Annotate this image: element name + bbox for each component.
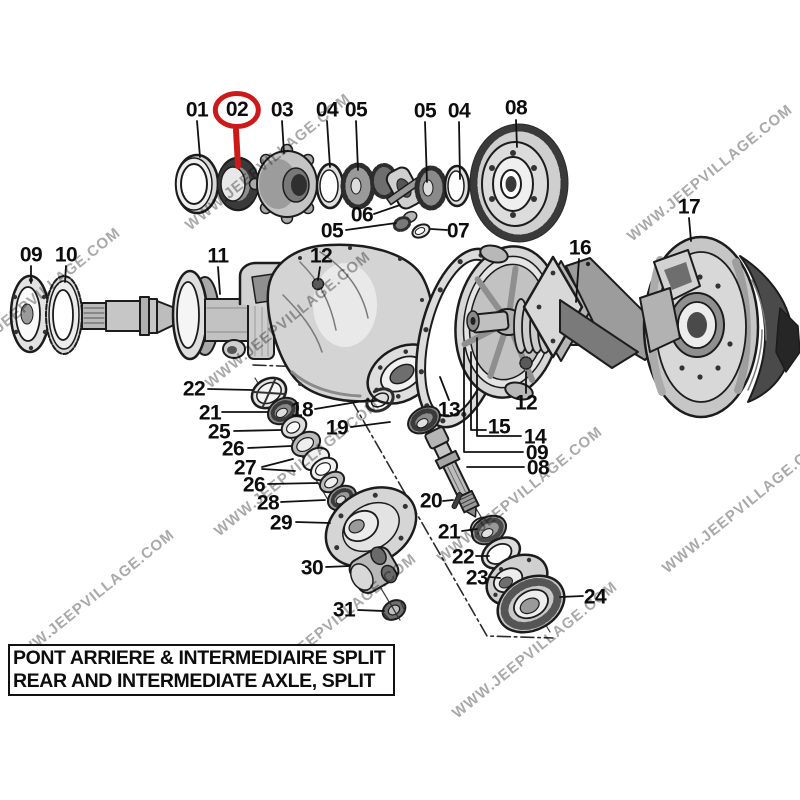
part-21-pinion-bearing-cone — [469, 514, 508, 546]
part-07-thrust-washer — [411, 223, 431, 239]
part-05-pinion-gear-small — [392, 216, 412, 232]
part-05-side-gear-right — [414, 165, 448, 211]
title-line-french: PONT ARRIERE & INTERMEDIAIRE SPLIT — [13, 647, 386, 669]
part-25-washer — [280, 415, 308, 439]
part-19-pilot-bearing — [407, 405, 441, 435]
axle-shaft — [81, 296, 181, 336]
part-31-nut — [381, 599, 407, 621]
part-27-washers — [301, 446, 339, 482]
part-29-hub-flange — [324, 486, 418, 568]
leader-lines — [30, 119, 692, 612]
part-01-seal-ring — [174, 153, 220, 215]
part-17-hub-drum — [639, 235, 800, 419]
part-24-wheel-bearing — [496, 574, 566, 634]
part-06-spider-cluster — [370, 163, 430, 224]
part-03-diff-case — [248, 143, 326, 225]
part-30-yoke — [348, 546, 400, 594]
title-line-english: REAR AND INTERMEDIATE AXLE, SPLIT — [13, 670, 376, 692]
part-20-key — [451, 492, 463, 510]
part-04-shim-ring-right — [443, 164, 471, 208]
part-18-snap-ring — [365, 387, 395, 413]
part-11-axle-housing — [171, 243, 438, 405]
highlight-pointer-line — [233, 127, 241, 169]
title-box: PONT ARRIERE & INTERMEDIAIRE SPLIT REAR … — [8, 644, 395, 696]
part-05-side-gear-left — [340, 162, 376, 210]
part-04-shim-ring-left — [315, 162, 345, 210]
part-10-gasket — [45, 275, 83, 355]
part-12-plug-right — [519, 356, 533, 370]
part-08-ring-gear — [469, 123, 569, 243]
part-08-pinion-shaft — [424, 426, 480, 518]
part-09-shaft-flange — [9, 274, 51, 354]
